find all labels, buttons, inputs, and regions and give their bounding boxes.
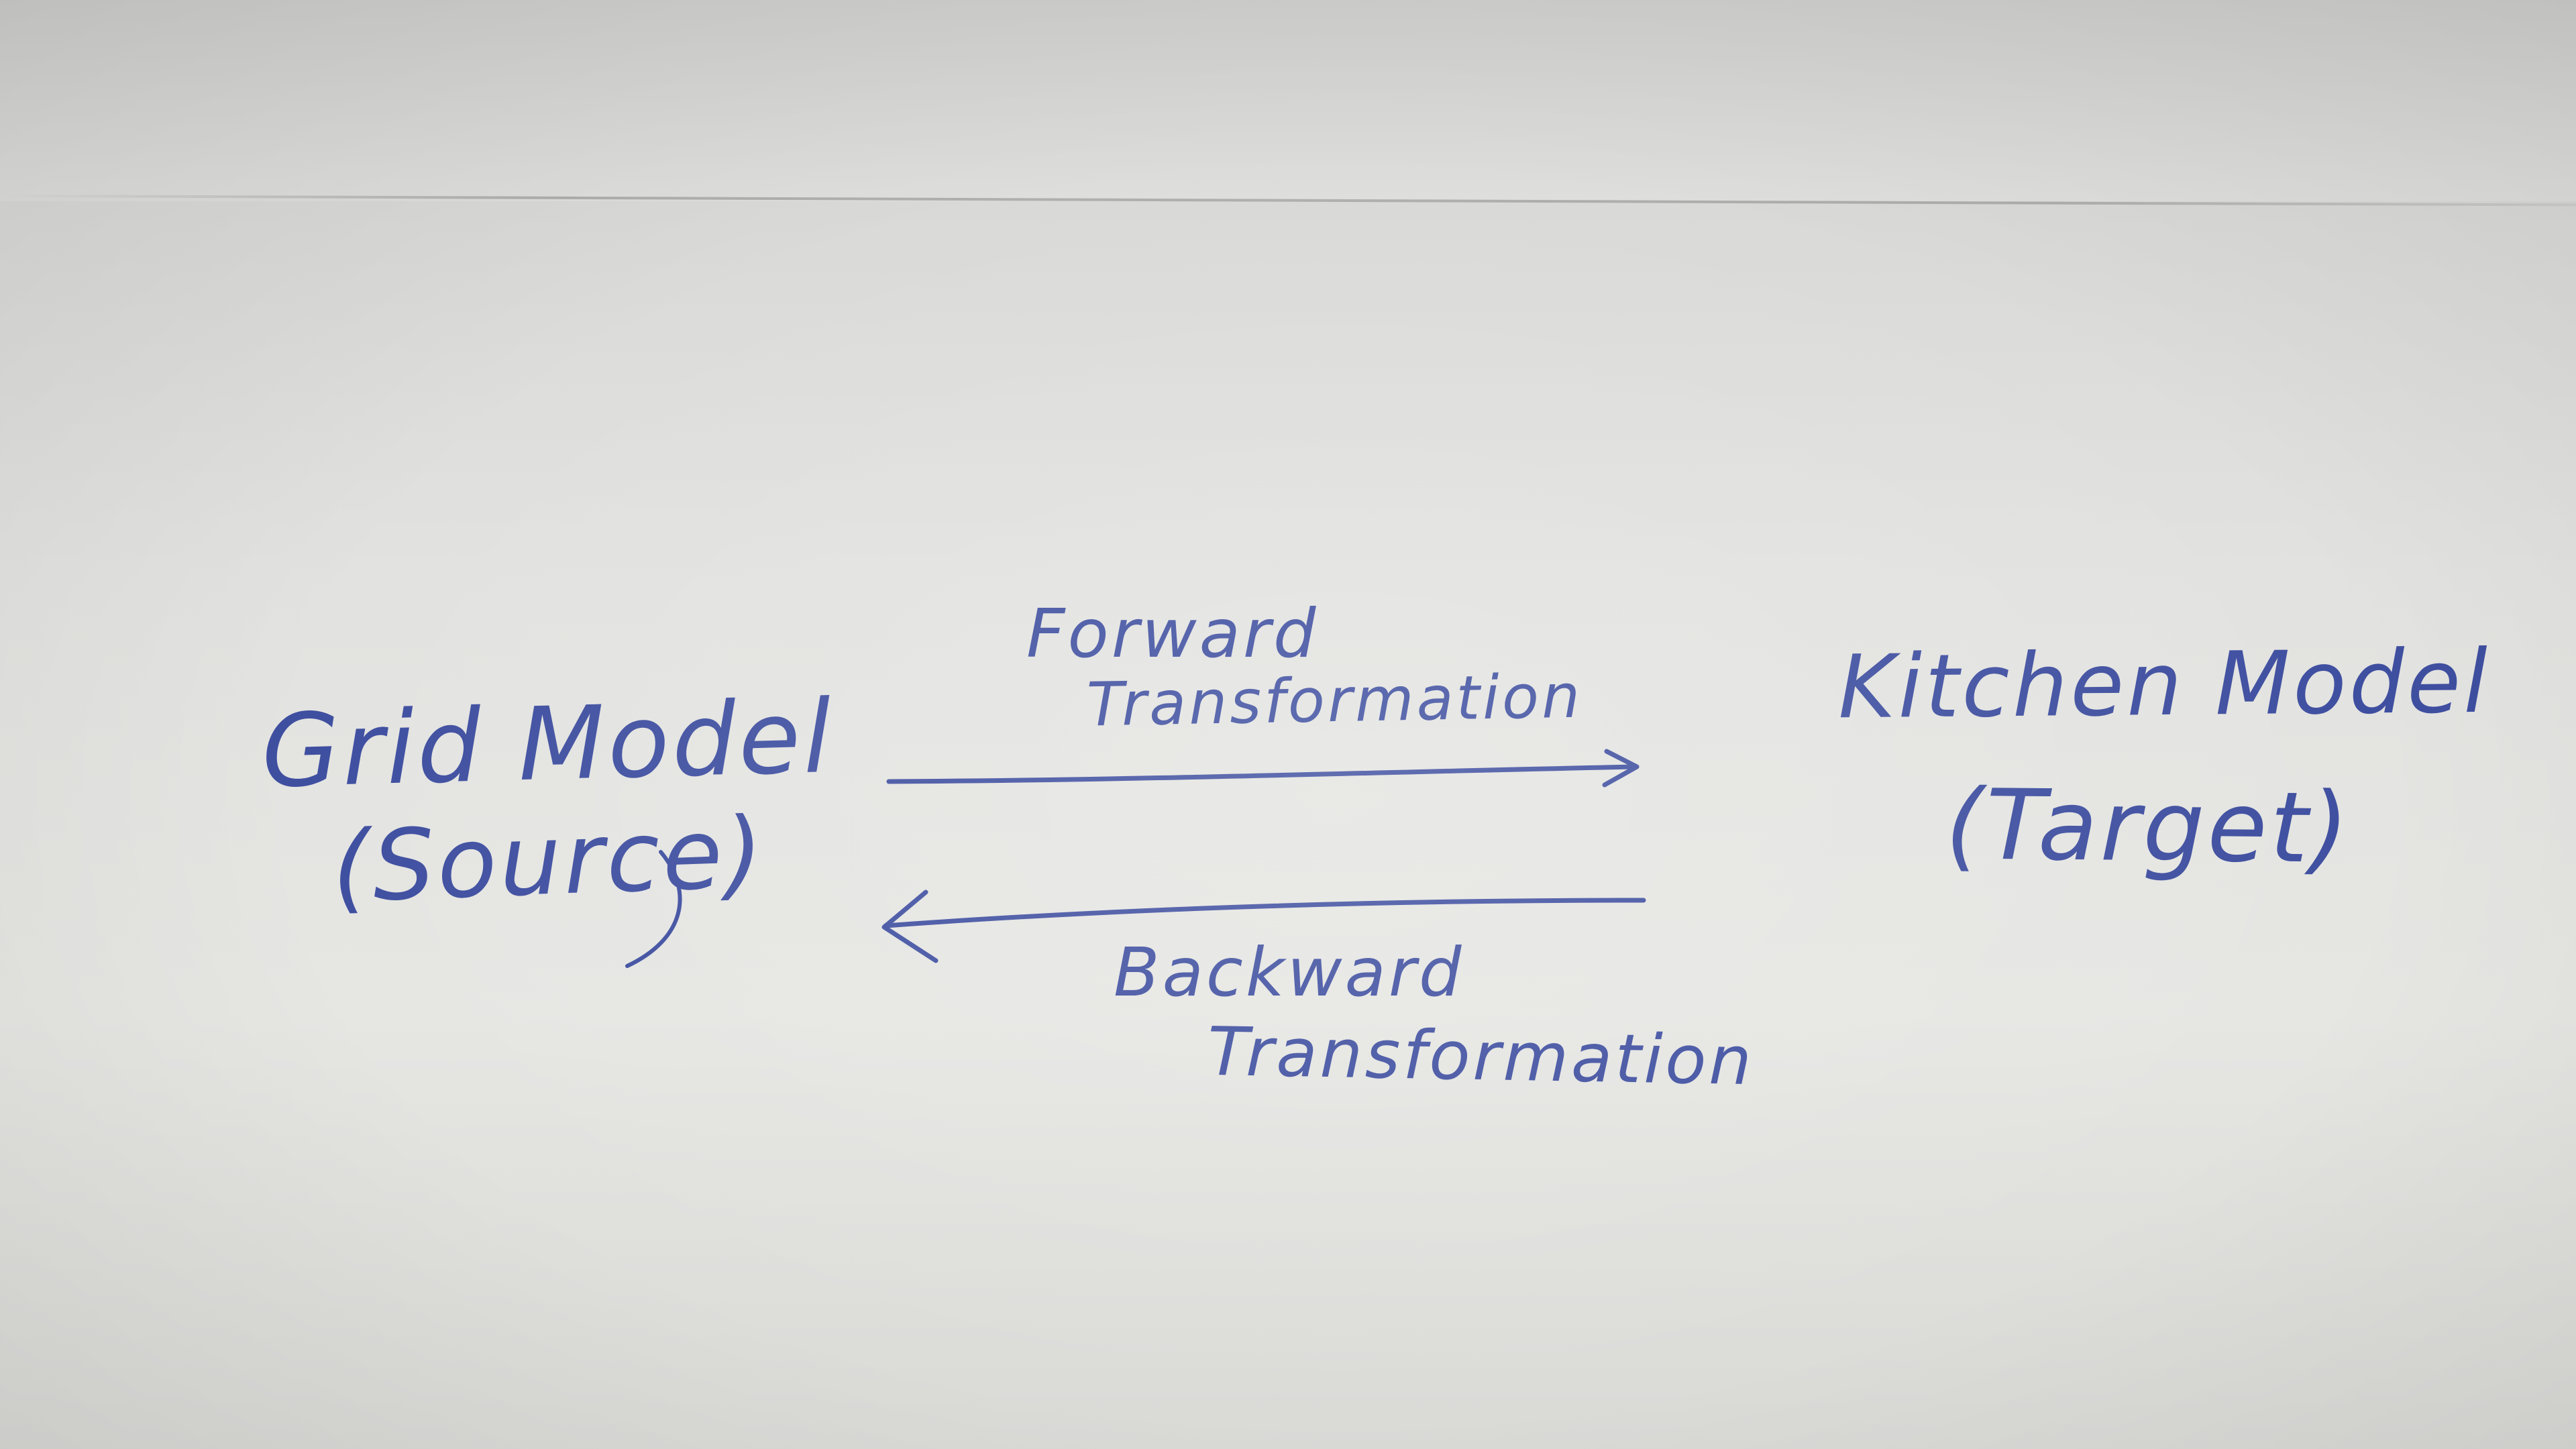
forward-label-line2: Transformation — [1086, 661, 1583, 741]
forward-label-line1: Forward — [1026, 594, 1319, 673]
backward-arrowhead — [881, 890, 938, 963]
source-paren-flourish — [625, 850, 682, 968]
backward-label-line2: Transformation — [1207, 1012, 1755, 1101]
upper-paper-sheet — [0, 0, 2576, 201]
target-model-role: (Target) — [1945, 768, 2352, 885]
source-model-role: (Source) — [330, 796, 768, 925]
backward-label-line1: Backward — [1114, 933, 1464, 1012]
forward-arrow — [886, 749, 1640, 788]
forward-arrow-shaft — [886, 764, 1636, 784]
target-model-title: Kitchen Model — [1837, 630, 2491, 739]
forward-arrowhead — [1602, 749, 1640, 788]
backward-arrow-shaft — [883, 898, 1646, 928]
backward-arrow — [881, 890, 1646, 963]
source-model-title: Grid Model — [260, 678, 835, 811]
